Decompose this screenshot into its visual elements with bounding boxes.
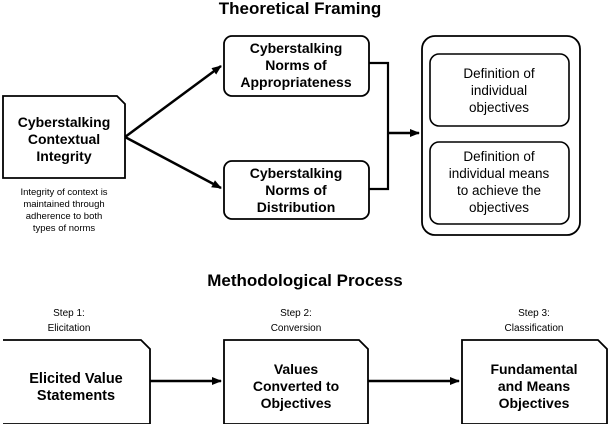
- step-2-box-line-3: Objectives: [261, 395, 332, 411]
- integrity-note-line-4: types of norms: [33, 223, 96, 234]
- contextual-integrity-line-3: Integrity: [36, 148, 91, 164]
- norms-appropriateness-box: Cyberstalking Norms of Appropriateness: [223, 35, 370, 97]
- step-3-name: Classification: [505, 323, 564, 334]
- norms-appropriateness-line-3: Appropriateness: [240, 74, 351, 90]
- norms-distribution-line-3: Distribution: [257, 199, 336, 215]
- means-definition-line-3: to achieve the: [457, 183, 541, 198]
- norms-distribution-line-2: Norms of: [265, 182, 327, 198]
- step-2-box-line-2: Converted to: [253, 378, 339, 394]
- contextual-integrity-line-2: Contextual: [28, 131, 100, 147]
- contextual-integrity-line-1: Cyberstalking: [18, 114, 111, 130]
- step-1-box: Elicited Value Statements: [3, 339, 151, 424]
- step-1-name: Elicitation: [48, 323, 91, 334]
- objectives-definition-line-3: objectives: [469, 100, 529, 115]
- objectives-definition-box: [429, 53, 570, 127]
- integrity-note-line-3: adherence to both: [26, 211, 103, 222]
- integrity-note: Integrity of context is maintained throu…: [20, 187, 107, 234]
- integrity-note-line-1: Integrity of context is: [20, 187, 107, 198]
- means-definition-line-1: Definition of: [463, 149, 535, 164]
- means-definition-box: [429, 141, 570, 225]
- step-3-box-line-2: and Means: [498, 378, 571, 394]
- objectives-definition-line-1: Definition of: [463, 66, 535, 81]
- norms-distribution-box: Cyberstalking Norms of Distribution: [223, 160, 370, 220]
- step-1-label: Step 1:: [53, 308, 85, 319]
- methodological-process-title: Methodological Process: [207, 271, 403, 290]
- step-2-box-line-1: Values: [274, 361, 319, 377]
- arrow-to-distribution: [124, 135, 222, 190]
- contextual-integrity-box: Cyberstalking Contextual Integrity: [2, 95, 126, 179]
- step-2-box: Values Converted to Objectives: [223, 339, 369, 424]
- norms-appropriateness-line-1: Cyberstalking: [250, 40, 343, 56]
- arrow-to-appropriateness: [124, 64, 222, 139]
- objectives-container: Definition of individual objectives Defi…: [421, 35, 581, 236]
- step-2-name: Conversion: [271, 323, 322, 334]
- step-3-box: Fundamental and Means Objectives: [461, 339, 608, 424]
- norms-appropriateness-line-2: Norms of: [265, 57, 327, 73]
- step-3-box-line-1: Fundamental: [490, 361, 577, 377]
- norms-bracket-connector: [369, 61, 420, 191]
- means-definition-line-2: individual means: [449, 166, 550, 181]
- norms-distribution-line-1: Cyberstalking: [250, 165, 343, 181]
- step-1-box-line-1: Elicited Value: [29, 371, 123, 387]
- means-definition-line-4: objectives: [469, 200, 529, 215]
- step-3-label: Step 3:: [518, 308, 550, 319]
- objectives-definition-line-2: individual: [471, 83, 527, 98]
- integrity-note-line-2: maintained through: [23, 199, 104, 210]
- step-3-box-line-3: Objectives: [499, 395, 570, 411]
- theoretical-framing-title: Theoretical Framing: [219, 0, 381, 18]
- step-1-box-line-2: Statements: [37, 388, 115, 404]
- step-2-label: Step 2:: [280, 308, 312, 319]
